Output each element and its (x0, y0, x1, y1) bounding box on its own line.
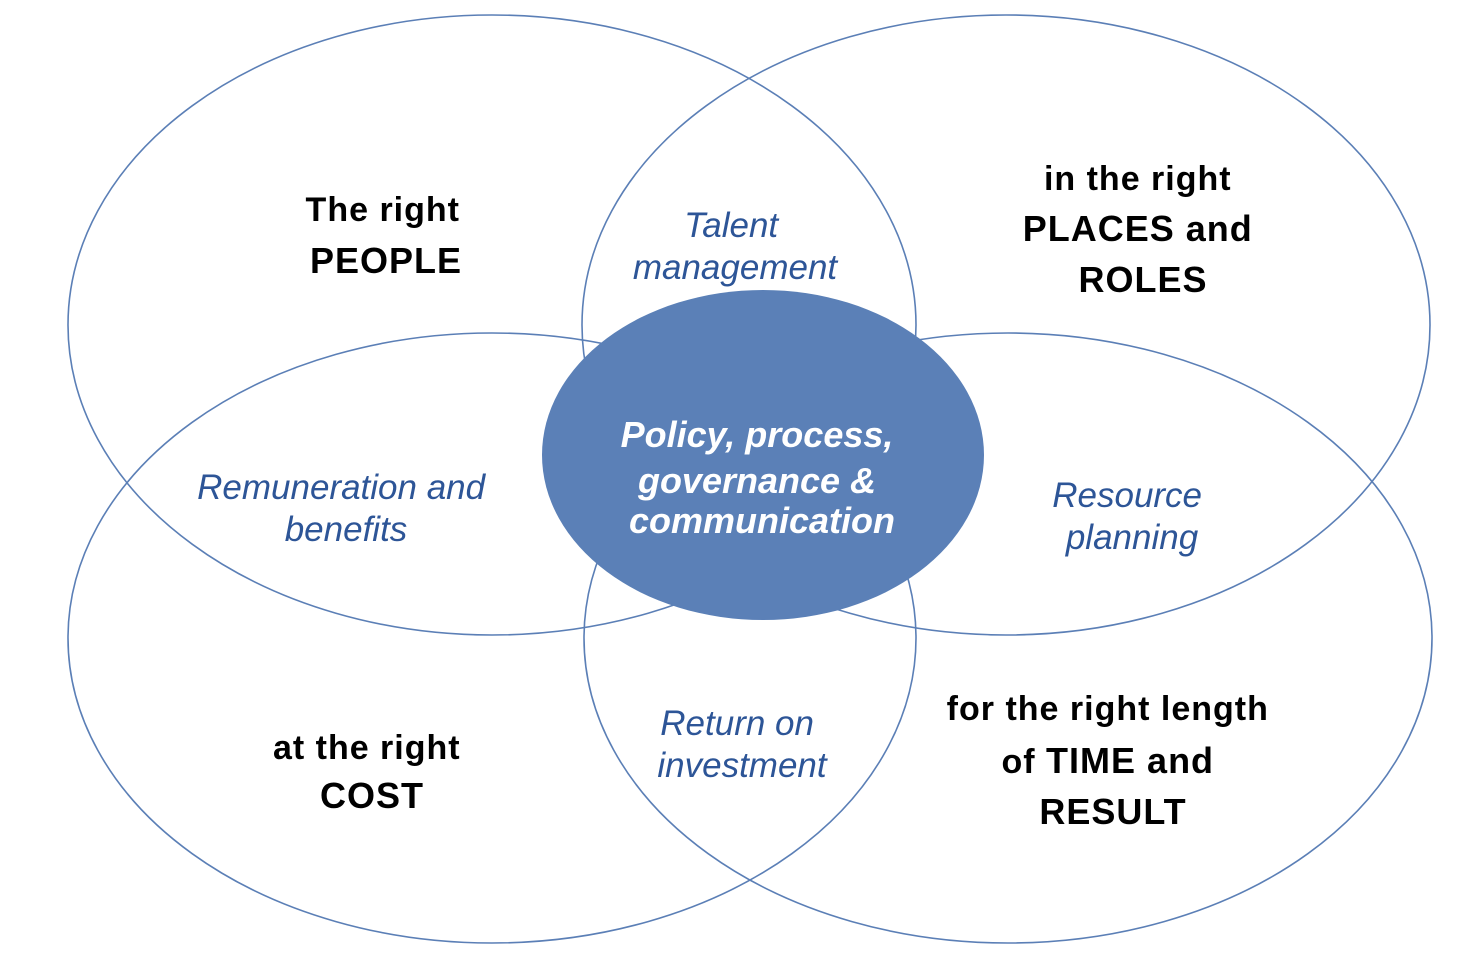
label-right-time: for the right length of TIME and RESULT (947, 690, 1280, 832)
label-cost-line2: COST (320, 775, 424, 816)
hub-label-line1: Policy, process, (621, 414, 894, 455)
label-talent-management: Talent management (633, 206, 839, 287)
label-talent-line1: Talent (684, 206, 779, 245)
ring-bottom-left (67, 332, 917, 944)
label-time-line2-emph: TIME and (1046, 740, 1214, 781)
label-roi-line1: Return on (660, 704, 814, 743)
center-hub (542, 290, 984, 620)
label-places-line3: ROLES (1078, 259, 1207, 300)
label-time-line1: for the right length (947, 690, 1269, 728)
label-people-line1: The right (306, 191, 460, 229)
label-places-line2: PLACES and (1023, 208, 1253, 249)
label-right-places: in the right PLACES and ROLES (1023, 160, 1263, 300)
label-resource-planning: Resource planning (1052, 476, 1212, 557)
label-remuneration-line1: Remuneration and (197, 468, 486, 507)
ring-bottom-right (583, 332, 1433, 944)
label-roi-line2: investment (657, 746, 828, 785)
label-resource-line2: planning (1065, 518, 1199, 557)
label-places-line1: in the right (1044, 160, 1232, 198)
hub-label-line2: governance & (637, 460, 876, 501)
hub-label-line3: communication (629, 500, 895, 541)
label-right-cost: at the right COST (273, 729, 471, 816)
label-resource-line1: Resource (1052, 476, 1202, 515)
hub-label: Policy, process, governance & communicat… (621, 414, 904, 541)
ring-top-left (67, 14, 917, 636)
label-people-line2: PEOPLE (310, 240, 462, 281)
label-remuneration-line2: benefits (285, 510, 408, 549)
label-remuneration-benefits: Remuneration and benefits (197, 468, 495, 549)
label-time-line3: RESULT (1039, 791, 1186, 832)
ring-top-right (581, 14, 1431, 636)
label-cost-line1: at the right (273, 729, 461, 767)
label-talent-line2: management (633, 248, 839, 287)
label-time-line2-prefix: of (1002, 743, 1047, 781)
label-right-people: The right PEOPLE (306, 191, 471, 281)
label-time-line2: of TIME and (1002, 740, 1215, 781)
label-return-on-investment: Return on investment (657, 704, 828, 785)
